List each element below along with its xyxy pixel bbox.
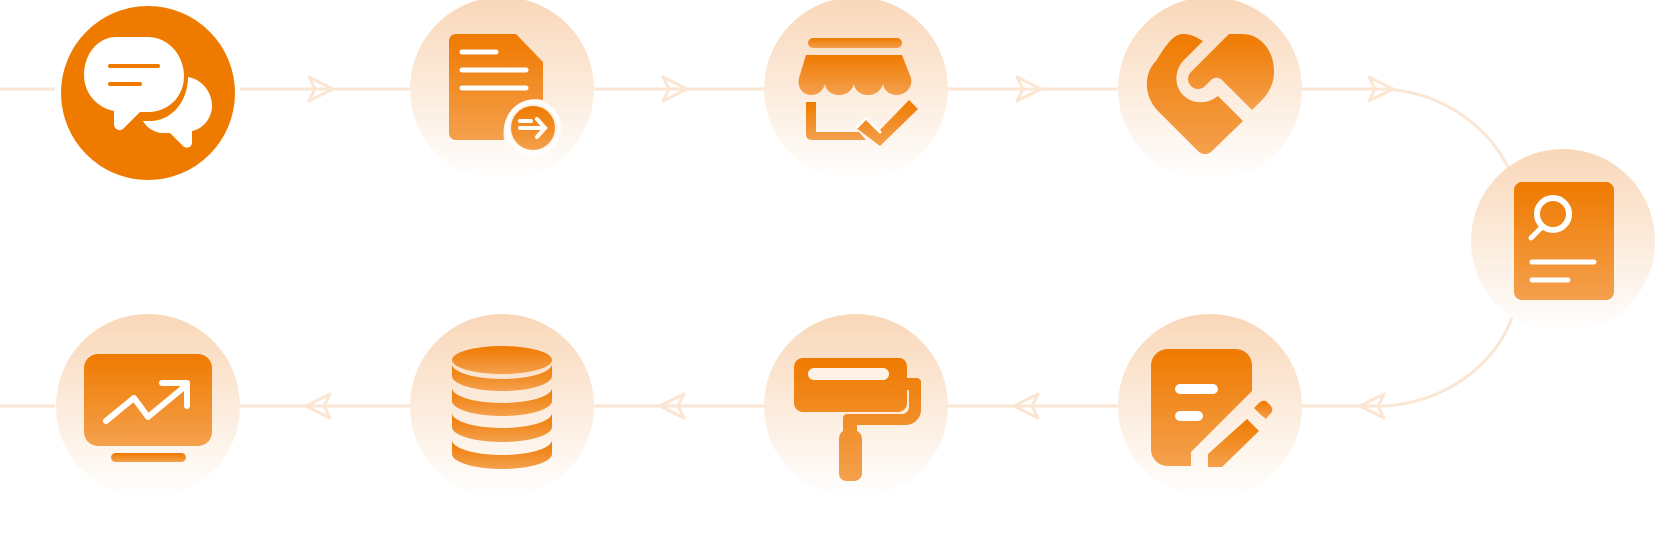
arrow-right-icon <box>661 75 689 103</box>
step-decoration <box>764 314 948 498</box>
profile-document-icon <box>1514 182 1614 300</box>
connector-curve-top <box>1384 87 1510 168</box>
arrow-left-icon <box>658 392 686 420</box>
arrow-right-icon <box>1015 75 1043 103</box>
document-export-icon <box>449 34 561 156</box>
step-store-setup <box>764 0 948 181</box>
step-agreement <box>1118 0 1302 181</box>
step-requirements <box>410 0 594 181</box>
step-analytics <box>56 314 240 498</box>
trend-monitor-icon <box>84 354 212 462</box>
arrow-left-icon <box>1358 392 1386 420</box>
step-consult <box>61 6 235 180</box>
arrow-left-icon <box>304 392 332 420</box>
handshake-icon <box>1146 34 1274 154</box>
storefront-check-icon <box>798 38 918 146</box>
step-database <box>410 314 594 498</box>
step-review <box>1471 149 1655 333</box>
arrow-left-icon <box>1012 392 1040 420</box>
arrow-right-icon <box>307 75 335 103</box>
connector-curve-bottom <box>1384 317 1514 408</box>
database-stack-icon <box>452 346 552 469</box>
document-edit-icon <box>1151 349 1273 467</box>
arrow-right-icon <box>1367 75 1395 103</box>
step-design <box>1118 314 1302 498</box>
paint-roller-icon <box>794 358 921 481</box>
